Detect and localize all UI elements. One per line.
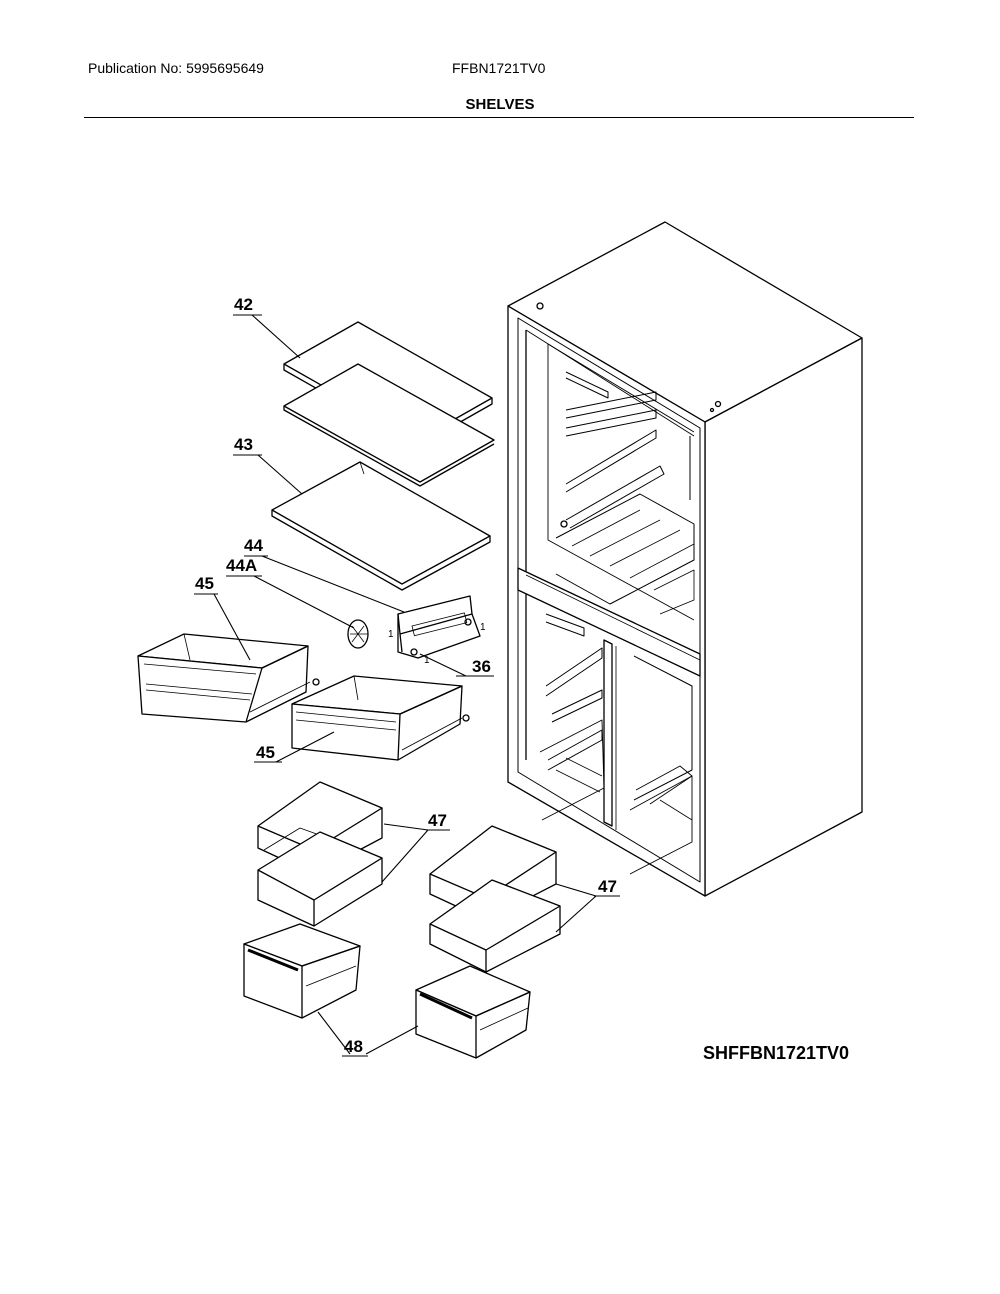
part-42-glass-shelves (283, 321, 495, 487)
callout-1-c: 1 (424, 655, 430, 666)
callout-47-left: 47 (428, 811, 447, 830)
model-number: FFBN1721TV0 (452, 60, 546, 76)
part-45-crisper-drawer-right (291, 675, 470, 761)
callout-43: 43 (234, 435, 253, 454)
part-48-freezer-drawer-left (243, 923, 361, 1019)
diagram-code: SHFFBN1721TV0 (703, 1043, 850, 1063)
callout-45-upper: 45 (195, 574, 214, 593)
callout-44a: 44A (226, 556, 257, 575)
callout-1-a: 1 (388, 629, 394, 640)
part-44-bracket (397, 595, 481, 659)
part-48-freezer-drawer-right (415, 965, 531, 1059)
part-36-screw (410, 648, 418, 656)
part-47-freezer-bins-right (429, 825, 561, 973)
callout-47-right: 47 (598, 877, 617, 896)
part-47-freezer-bins-left (257, 781, 383, 927)
callout-leaders (194, 314, 620, 1057)
callout-44: 44 (244, 536, 263, 555)
publication-number: Publication No: 5995695649 (88, 60, 264, 76)
callout-36: 36 (472, 657, 491, 676)
callout-42: 42 (234, 295, 253, 314)
part-43-shelf (271, 461, 491, 591)
callout-48: 48 (344, 1037, 363, 1056)
header-divider (84, 117, 914, 118)
part-44a-spinner (347, 619, 369, 649)
section-title: SHELVES (465, 96, 535, 113)
callout-45-lower: 45 (256, 743, 275, 762)
refrigerator-cabinet (507, 221, 863, 897)
publication-label: Publication No: (88, 60, 183, 76)
part-45-crisper-drawer-left (137, 633, 320, 723)
publication-value: 5995695649 (186, 60, 264, 76)
callout-1-b: 1 (480, 622, 486, 633)
